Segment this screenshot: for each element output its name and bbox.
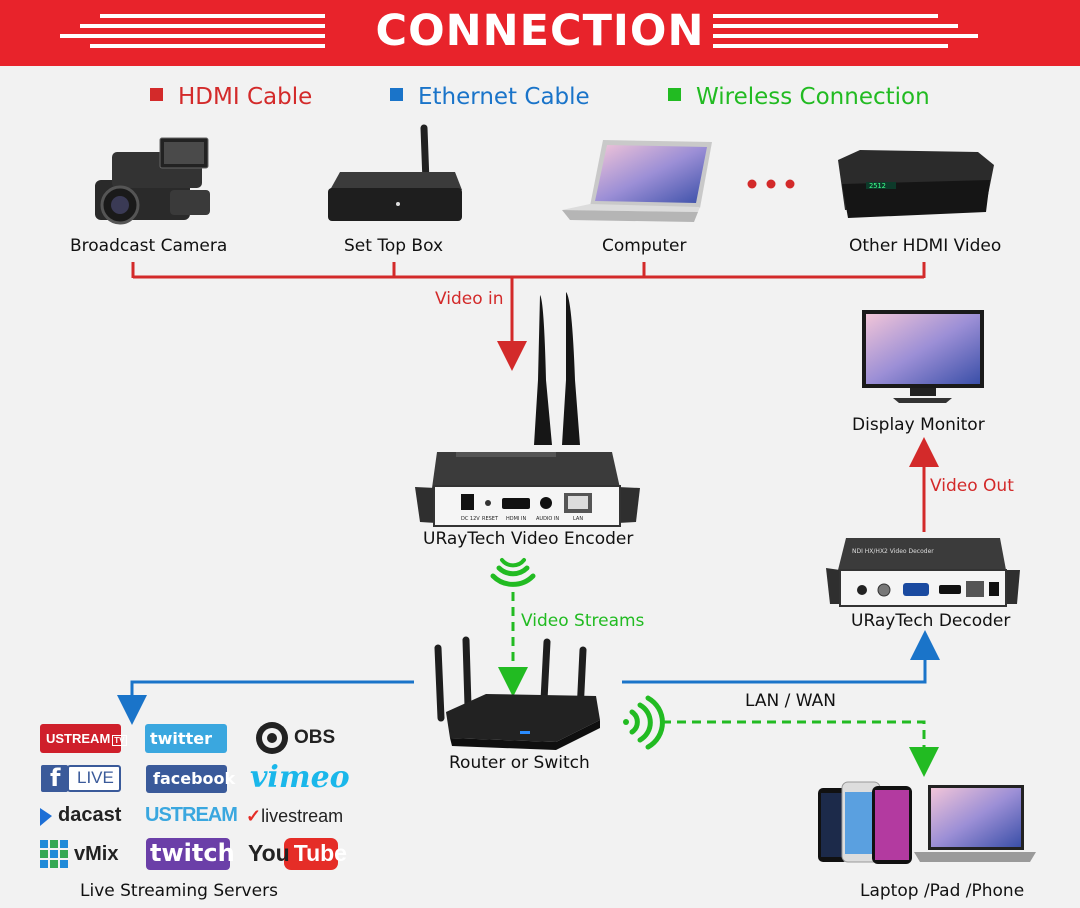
laptop-pad-phone-label: Laptop /Pad /Phone <box>860 881 1025 901</box>
header-banner: CONNECTION <box>0 0 1080 66</box>
ethernet-cabling <box>117 630 940 725</box>
more-devices-ellipsis <box>747 179 795 189</box>
other-hdmi-device-icon: 2512 <box>838 150 994 218</box>
legend-hdmi-swatch <box>150 88 163 101</box>
display-monitor-label: Display Monitor <box>852 415 985 435</box>
broadcast-camera-label: Broadcast Camera <box>70 236 228 256</box>
decoder-device-text: NDI HX/HX2 Video Decoder <box>852 548 934 555</box>
legend-ethernet: Ethernet Cable <box>390 84 590 110</box>
youtube-tube-text: Tube <box>293 840 347 866</box>
other-hdmi-video-label: Other HDMI Video <box>849 236 1002 256</box>
legend-wireless-swatch <box>668 88 681 101</box>
wifi-broadcast-icon <box>623 695 665 750</box>
livestream-logo-text: livestream <box>261 806 344 826</box>
ustream-tv-logo-text: USTREAM <box>46 731 111 746</box>
video-out-label: Video Out <box>930 476 1014 496</box>
legend-ethernet-label: Ethernet Cable <box>418 84 590 110</box>
svg-text:HDMI IN: HDMI IN <box>506 516 526 522</box>
legend-ethernet-swatch <box>390 88 403 101</box>
computer-label: Computer <box>602 236 687 256</box>
page-title: CONNECTION <box>375 6 705 56</box>
facebook-f-icon: f <box>50 764 61 792</box>
display-monitor-icon <box>862 310 984 403</box>
twitter-logo: twitter <box>150 729 212 748</box>
wifi-signal-icon <box>490 558 536 587</box>
router-icon <box>434 636 600 750</box>
vimeo-logo: vimeo <box>250 760 350 795</box>
wireless-client-arrow <box>662 720 939 777</box>
svg-text:2512: 2512 <box>869 182 886 190</box>
computer-icon <box>562 140 712 222</box>
set-top-box-label: Set Top Box <box>344 236 444 256</box>
banner-stripes-right <box>713 14 978 48</box>
vmix-logo: vMix <box>74 843 119 865</box>
facebook-logo: facebook <box>153 769 236 788</box>
ustream-logo: USTREAM <box>145 804 238 826</box>
livestream-logo: ✓livestream <box>246 806 343 827</box>
svg-text:RESET: RESET <box>482 516 499 522</box>
legend-wireless: Wireless Connection <box>668 84 930 110</box>
legend-hdmi-label: HDMI Cable <box>178 84 313 110</box>
set-top-box-icon <box>328 124 462 221</box>
live-streaming-servers-label: Live Streaming Servers <box>80 881 278 901</box>
dacast-logo: dacast <box>58 804 122 826</box>
livestream-mark-icon: ✓ <box>246 806 262 826</box>
facebook-live-logo: LIVE <box>77 768 114 787</box>
hdmi-input-cabling <box>131 262 926 371</box>
video-encoder-label: URayTech Video Encoder <box>423 529 634 549</box>
video-streams-label: Video Streams <box>521 611 645 631</box>
video-decoder-icon: NDI HX/HX2 Video Decoder <box>826 538 1020 607</box>
svg-text:DC 12V: DC 12V <box>461 516 480 522</box>
svg-text:LAN: LAN <box>573 516 583 522</box>
legend-hdmi: HDMI Cable <box>150 84 312 110</box>
router-label: Router or Switch <box>449 753 590 773</box>
streaming-logo-shapes <box>40 722 338 870</box>
twitch-logo: twitch <box>150 839 235 867</box>
ustream-tv-badge: TV <box>112 735 127 746</box>
video-encoder-icon: DC 12V RESET HDMI IN AUDIO IN LAN <box>415 292 640 527</box>
legend-wireless-label: Wireless Connection <box>696 84 930 110</box>
youtube-you-text: You <box>248 840 290 866</box>
lan-wan-label: LAN / WAN <box>745 691 836 711</box>
phone-tablet-laptop-icon <box>818 781 1036 864</box>
broadcast-camera-icon <box>95 137 210 225</box>
banner-stripes-left <box>60 14 325 48</box>
svg-text:AUDIO IN: AUDIO IN <box>536 516 559 522</box>
video-decoder-label: URayTech Decoder <box>851 611 1011 631</box>
obs-logo: OBS <box>294 727 336 748</box>
video-in-label: Video in <box>435 289 504 309</box>
